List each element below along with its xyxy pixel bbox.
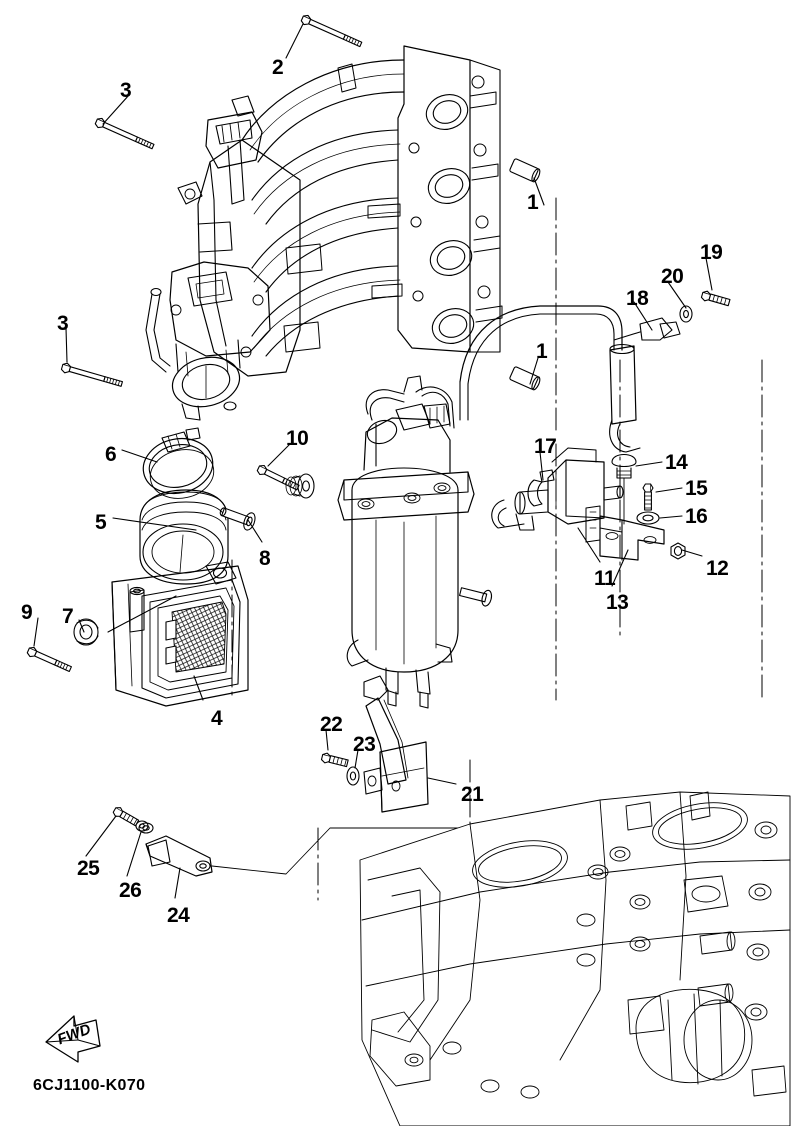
callout-23-washer: 23 xyxy=(353,733,376,756)
callout-25-bolt: 25 xyxy=(77,857,100,880)
callout-8-collar-bushing: 8 xyxy=(259,547,271,570)
vapor-separator-tank xyxy=(337,375,493,709)
callout-7-grommet-collar: 7 xyxy=(62,605,74,628)
callout-26-washer: 26 xyxy=(119,879,142,902)
fuel-hose xyxy=(459,305,623,421)
lever-link-assembly xyxy=(111,805,471,877)
pump-mount-hardware xyxy=(585,453,686,561)
engine-crankcase xyxy=(359,791,791,1126)
part-6-hose-clamp xyxy=(142,427,215,499)
part-4-air-silencer xyxy=(111,561,249,707)
callout-14-rubber-damper: 14 xyxy=(665,451,688,474)
callout-15-bolt: 15 xyxy=(685,477,708,500)
callout-21-stay-bracket: 21 xyxy=(461,783,484,806)
callout-18-hose-holder: 18 xyxy=(626,287,649,310)
callout-22-bolt: 22 xyxy=(320,713,343,736)
callout-11-fuel-pump-module: 11 xyxy=(594,567,616,590)
long-flange-bolts xyxy=(60,13,363,387)
intake-manifold xyxy=(177,45,503,377)
fuel-pump-module xyxy=(491,447,624,531)
callout-13-mount-bracket: 13 xyxy=(606,591,629,614)
stay-bracket-assembly xyxy=(320,675,429,813)
callout-4-air-silencer: 4 xyxy=(211,707,223,730)
callout-12-flange-nut: 12 xyxy=(706,557,729,580)
callout-24-lever-link: 24 xyxy=(167,904,190,927)
fwd-arrow xyxy=(45,1015,101,1063)
callout-16-washer: 16 xyxy=(685,505,708,528)
diagram-code-label: 6CJ1100-K070 xyxy=(33,1077,146,1094)
callout-5-intake-rubber-joint: 5 xyxy=(95,511,107,534)
callout-3-flange-bolt-long: 3 xyxy=(57,312,69,335)
callout-3-flange-bolt-long: 3 xyxy=(120,79,132,102)
part-1-pipe-plugs xyxy=(509,158,541,391)
callout-20-washer: 20 xyxy=(661,265,684,288)
callout-1-pipe-joint-plug: 1 xyxy=(527,191,539,214)
callout-2-flange-bolt-long: 2 xyxy=(272,56,284,79)
callout-19-bolt: 19 xyxy=(700,241,723,264)
leader-lines xyxy=(33,23,713,899)
throttle-body xyxy=(145,261,271,421)
callout-1-pipe-joint-plug: 1 xyxy=(536,340,548,363)
callout-9-flange-bolt: 9 xyxy=(21,601,33,624)
small-hardware-left xyxy=(25,463,315,673)
callout-10-flange-bolt: 10 xyxy=(286,427,309,450)
callout-17-hose-clip: 17 xyxy=(534,435,557,458)
hose-holder-assembly xyxy=(609,289,731,453)
callout-6-hose-clamp: 6 xyxy=(105,443,117,466)
